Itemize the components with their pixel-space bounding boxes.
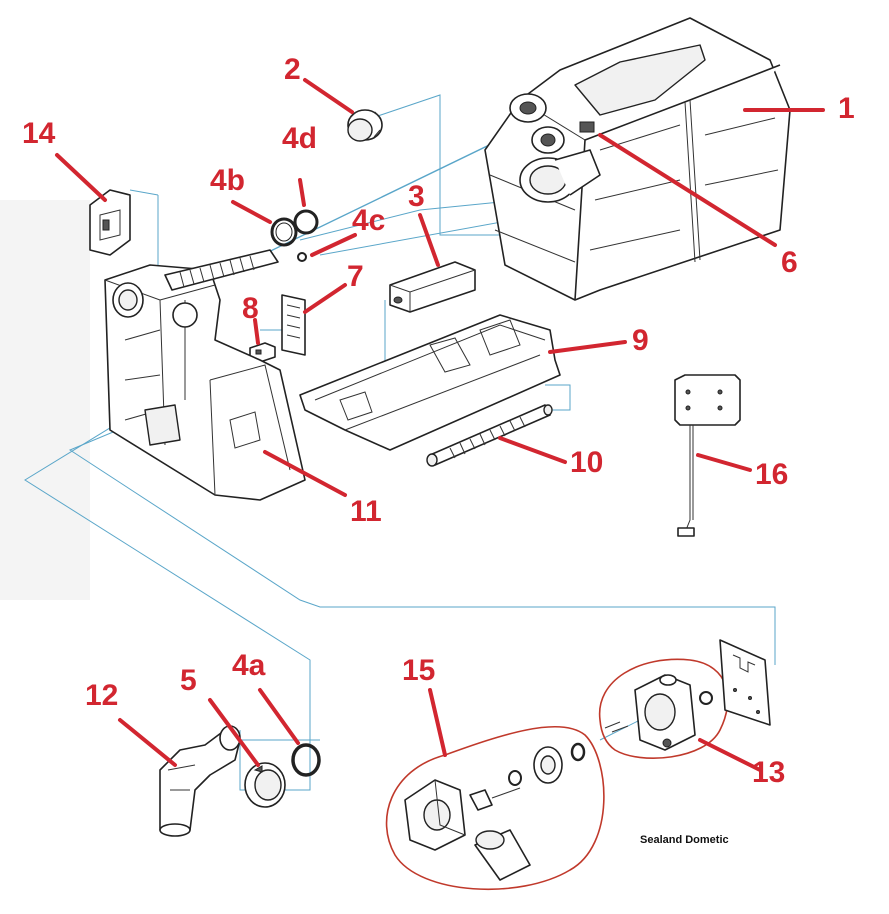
callout-3: 3 [408, 180, 425, 213]
part-5-clamp-ring [244, 762, 286, 808]
background-shade [0, 200, 90, 600]
brand-label: Sealand Dometic [640, 834, 729, 846]
part-7-circuit-board [281, 294, 306, 356]
part-4a-o-ring [291, 743, 321, 777]
part-4b-o-ring [270, 217, 298, 247]
part-4c-o-ring [297, 252, 307, 262]
callout-9: 9 [632, 324, 649, 357]
callout-14: 14 [22, 117, 56, 150]
callout-1: 1 [838, 92, 855, 125]
part-2-cap [347, 109, 383, 142]
part-13-pump-group [598, 639, 771, 759]
part-15-valve-group [385, 725, 605, 890]
part-14-bracket [89, 189, 131, 256]
part-12-elbow-fitting [159, 725, 241, 837]
part-3-module-box [389, 261, 476, 313]
drive-spring-assembly [164, 249, 279, 291]
callout-4c: 4c [352, 204, 385, 237]
callout-labels: 1 2 3 4b 4d 4c 7 8 9 10 11 6 12 5 4a 15 … [22, 53, 855, 789]
part-11-main-housing [104, 264, 306, 501]
callout-13: 13 [752, 756, 785, 789]
part-16-sensor-panel [674, 374, 741, 537]
callout-16: 16 [755, 458, 788, 491]
callout-4b: 4b [210, 164, 245, 197]
callout-2: 2 [284, 53, 301, 86]
callout-leaders [55, 78, 825, 772]
callout-15: 15 [402, 654, 435, 687]
callout-12: 12 [85, 679, 118, 712]
callout-4d: 4d [282, 122, 317, 155]
callout-5: 5 [180, 664, 197, 697]
callout-8: 8 [242, 292, 259, 325]
vent-fitting-6 [579, 121, 595, 133]
callout-6: 6 [781, 246, 798, 279]
part-9-tray [299, 314, 561, 451]
callout-10: 10 [570, 446, 603, 479]
callout-4a: 4a [232, 649, 266, 682]
part-10-spring-rod [426, 404, 553, 467]
part-4d-o-ring [293, 209, 319, 235]
callout-7: 7 [347, 260, 364, 293]
callout-11: 11 [350, 495, 382, 528]
